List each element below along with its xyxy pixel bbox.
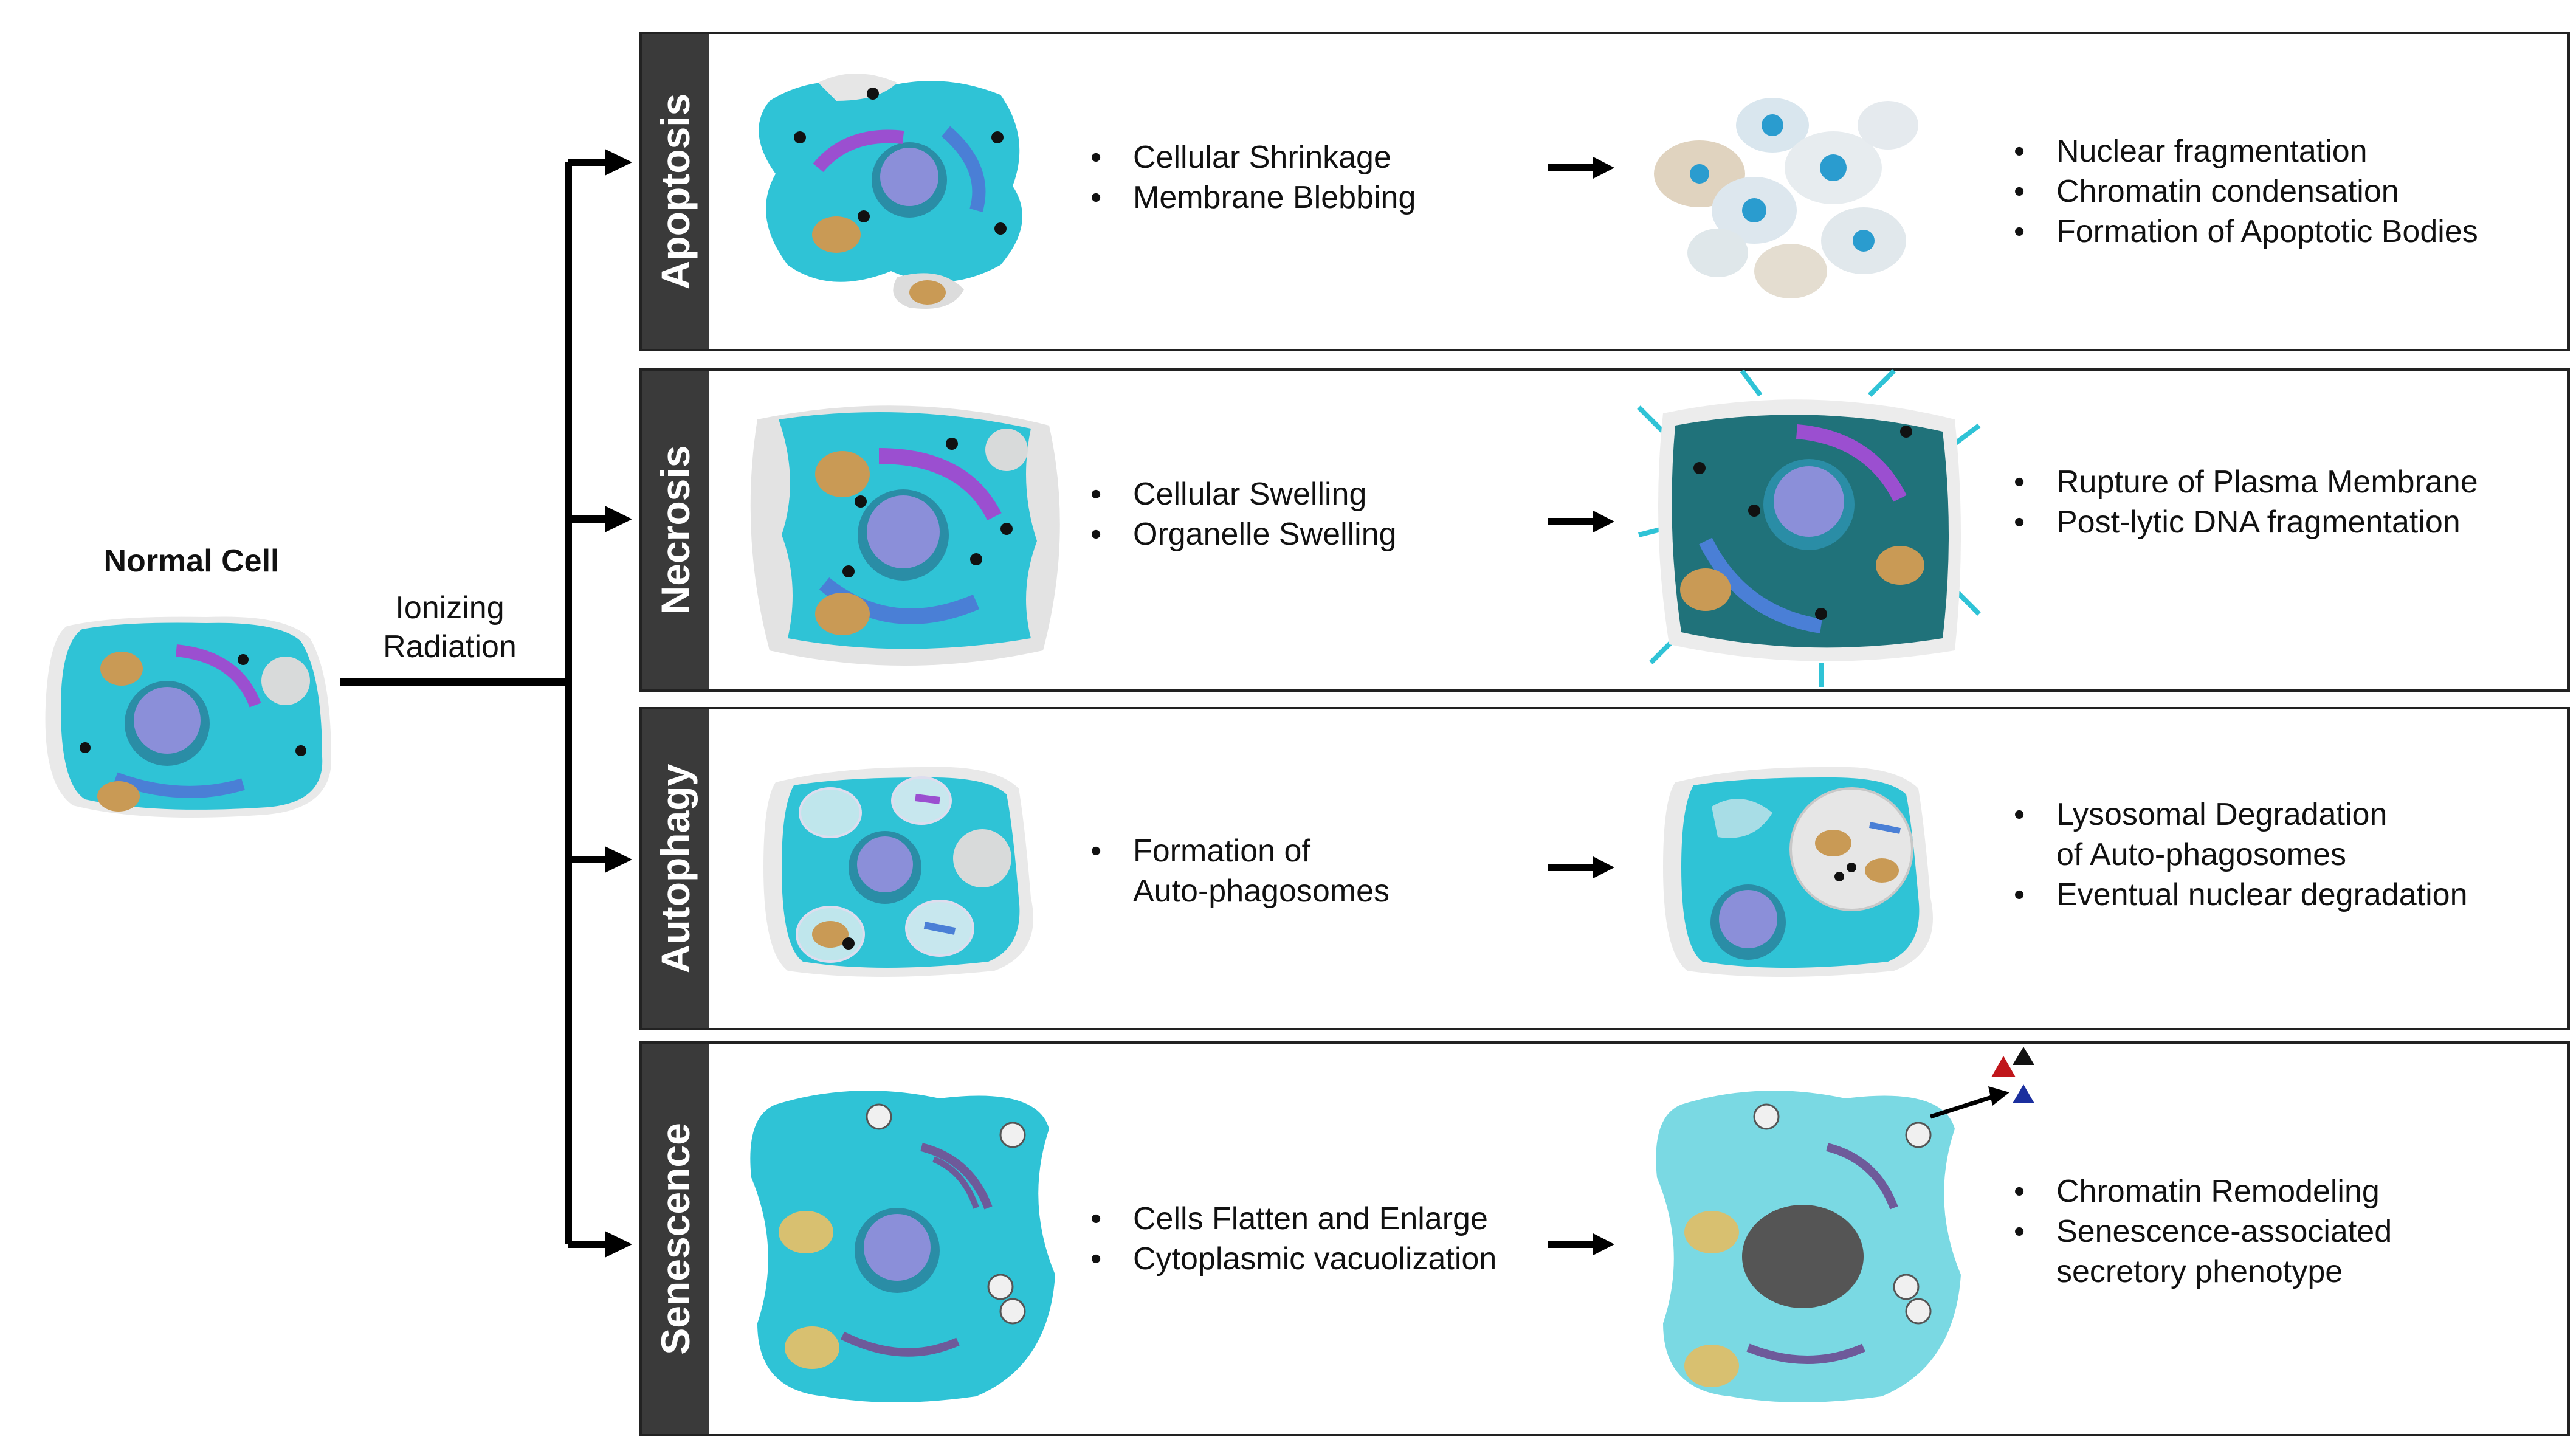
panel-title: Autophagy <box>653 763 698 974</box>
panel-tab: Necrosis <box>642 371 709 689</box>
arrow-right-icon <box>605 846 632 873</box>
autophagy-stage1-illustration <box>763 767 1033 977</box>
panel-tab: Apoptosis <box>642 34 709 349</box>
panel-title: Necrosis <box>653 445 698 615</box>
trigger-line-1: Ionizing <box>395 590 505 626</box>
senescence-stage2-illustration <box>1656 1091 1961 1402</box>
panel-necrosis: Necrosis Cellular Swelling Organelle Swe… <box>639 368 2570 692</box>
list-item: of Auto-phagosomes <box>2056 837 2346 872</box>
list-item: Chromatin condensation <box>2014 171 2478 212</box>
apoptotic-bodies-illustration <box>1654 98 1918 298</box>
necrosis-stage2-list: Rupture of Plasma Membrane Post-lytic DN… <box>2014 462 2478 542</box>
senescence-stage1-illustration <box>750 1091 1055 1402</box>
list-item: Eventual nuclear degradation <box>2014 875 2467 915</box>
arrow-right-icon <box>1548 1233 1614 1255</box>
triangle-icon <box>1991 1056 2016 1077</box>
list-item: Organelle Swelling <box>1090 514 1397 554</box>
ionizing-radiation-label: Ionizing Radiation <box>365 588 535 666</box>
necrosis-stage2-illustration <box>1637 369 1981 687</box>
normal-cell-illustration <box>45 616 331 818</box>
arrow-right-icon <box>1548 157 1614 179</box>
list-item: Formation of Apoptotic Bodies <box>2014 212 2478 252</box>
list-item: Chromatin Remodeling <box>2014 1171 2392 1211</box>
apoptosis-stage1-list: Cellular Shrinkage Membrane Blebbing <box>1090 137 1416 218</box>
panel-tab: Senescence <box>642 1044 709 1434</box>
list-item: Cytoplasmic vacuolization <box>1090 1239 1496 1279</box>
panel-autophagy: Autophagy Formation of Auto-phagosomes <box>639 707 2570 1030</box>
connector-lines <box>340 159 608 1248</box>
arrow-right-icon <box>605 1231 632 1258</box>
senescence-stage2-list: Chromatin Remodeling Senescence-associat… <box>2014 1171 2392 1292</box>
trigger-line-2: Radiation <box>383 629 517 664</box>
list-item: Senescence-associated <box>2014 1211 2392 1252</box>
panel-title: Senescence <box>653 1123 698 1355</box>
triangle-icon <box>2013 1047 2034 1065</box>
list-item: Post-lytic DNA fragmentation <box>2014 502 2478 542</box>
panel-title: Apoptosis <box>653 93 698 290</box>
sasp-secretion-icon <box>1929 1047 2034 1119</box>
arrow-right-icon <box>1548 511 1614 532</box>
list-item: Rupture of Plasma Membrane <box>2014 462 2478 502</box>
senescence-stage1-list: Cells Flatten and Enlarge Cytoplasmic va… <box>1090 1199 1496 1279</box>
autophagy-stage1-list: Formation of Auto-phagosomes <box>1090 831 1390 911</box>
list-item: Formation of <box>1090 831 1390 871</box>
panel-tab: Autophagy <box>642 709 709 1028</box>
list-item: Cells Flatten and Enlarge <box>1090 1199 1496 1239</box>
arrow-right-icon <box>605 506 632 532</box>
apoptosis-stage1-illustration <box>759 74 1022 309</box>
panel-apoptosis: Apoptosis Cellular Shrinkage Membrane Bl… <box>639 32 2570 351</box>
list-item: secretory phenotype <box>2056 1254 2343 1289</box>
list-item: Auto-phagosomes <box>1133 874 1390 909</box>
necrosis-stage1-list: Cellular Swelling Organelle Swelling <box>1090 474 1397 554</box>
arrow-right-icon <box>1548 856 1614 878</box>
list-item: Lysosomal Degradation <box>2014 794 2467 835</box>
list-item: Membrane Blebbing <box>1090 177 1416 218</box>
list-item: Cellular Swelling <box>1090 474 1397 514</box>
triangle-icon <box>2013 1084 2034 1103</box>
autophagy-stage2-illustration <box>1663 767 1933 977</box>
list-item: Nuclear fragmentation <box>2014 131 2478 171</box>
apoptosis-stage2-list: Nuclear fragmentation Chromatin condensa… <box>2014 131 2478 252</box>
autophagy-stage2-list: Lysosomal Degradation of Auto-phagosomes… <box>2014 794 2467 915</box>
necrosis-stage1-illustration <box>750 405 1060 666</box>
normal-cell-label: Normal Cell <box>103 543 280 579</box>
arrow-right-icon <box>605 149 632 176</box>
panel-senescence: Senescence Cells Flatten and Enlarge Cyt… <box>639 1041 2570 1436</box>
list-item: Cellular Shrinkage <box>1090 137 1416 177</box>
